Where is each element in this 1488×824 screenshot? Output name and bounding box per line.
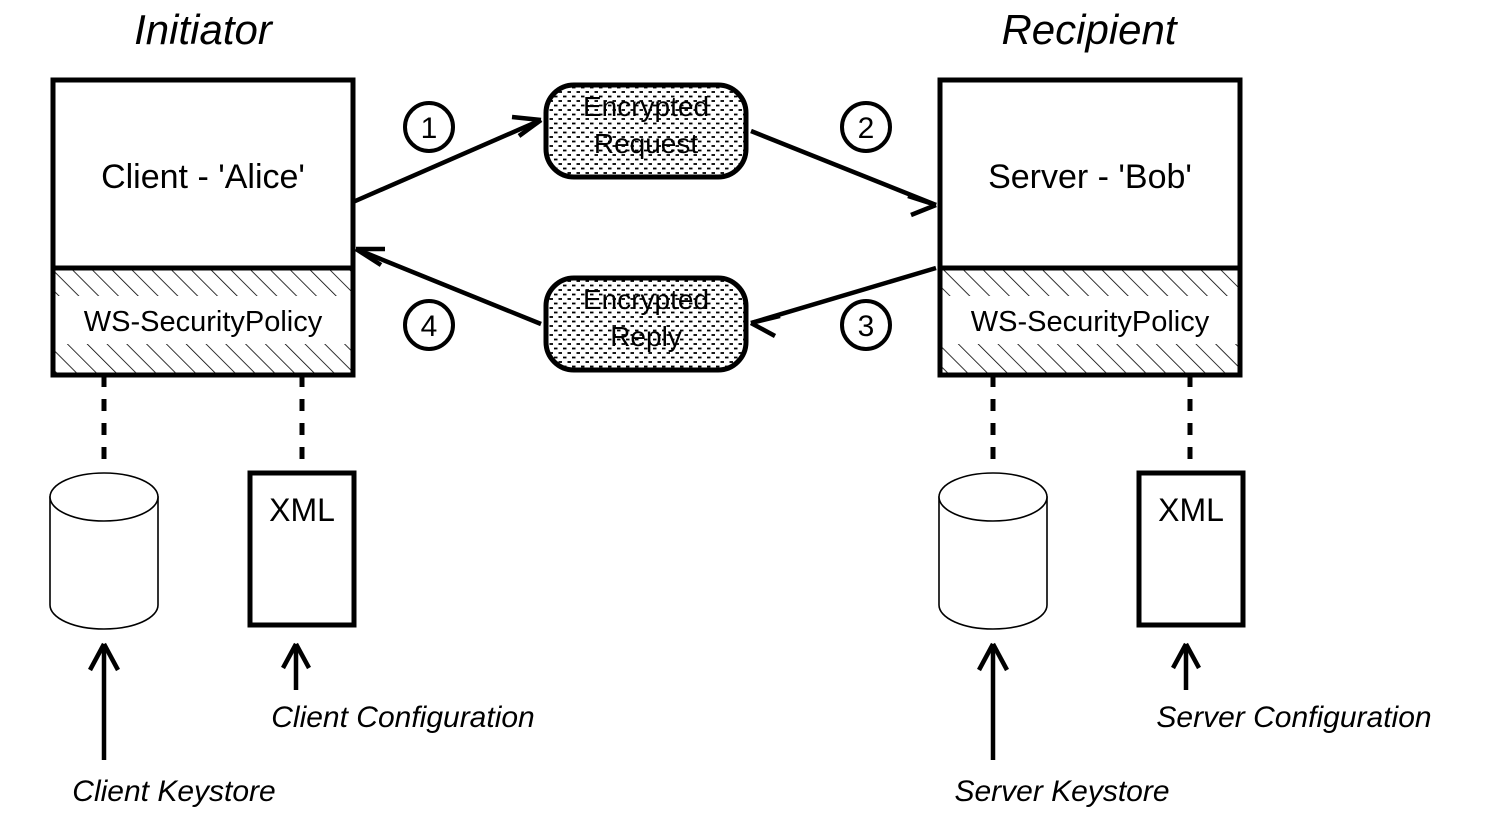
encrypted-reply-bubble-group[interactable]: Encrypted Reply [543, 275, 749, 373]
title-recipient: Recipient [1001, 6, 1178, 53]
server-node-group[interactable]: Server - 'Bob' WS-SecurityPolicy [937, 77, 1243, 378]
client-config-caption-arrow [281, 642, 311, 690]
arrow-step-1 [352, 114, 543, 205]
server-config-caption-arrow [1171, 642, 1201, 690]
server-keystore-caption-arrow [977, 642, 1009, 760]
client-keystore-cylinder[interactable] [49, 472, 159, 630]
step-badge-3: 3 [840, 299, 892, 351]
arrow-step-3 [749, 265, 937, 338]
server-policy-label: WS-SecurityPolicy [971, 306, 1210, 338]
arrow-step-2 [750, 128, 937, 218]
server-config-caption: Server Configuration [1156, 701, 1431, 734]
encrypted-reply-bubble[interactable] [543, 275, 749, 373]
encrypted-reply-line2: Reply [610, 321, 682, 352]
encrypted-reply-line1: Encrypted [583, 284, 709, 315]
client-policy-label: WS-SecurityPolicy [84, 306, 323, 338]
encrypted-request-bubble[interactable] [543, 82, 749, 180]
encrypted-request-line2: Request [594, 128, 699, 159]
server-keystore-caption: Server Keystore [954, 775, 1169, 808]
client-config-xml-box[interactable]: XML [247, 470, 357, 628]
client-config-caption: Client Configuration [271, 701, 534, 734]
server-config-xml-label: XML [1158, 492, 1224, 528]
title-initiator: Initiator [134, 6, 274, 53]
arrow-step-4 [354, 246, 542, 327]
server-node-label: Server - 'Bob' [988, 158, 1192, 196]
server-policy-label-strip [942, 296, 1238, 344]
encrypted-request-bubble-group[interactable]: Encrypted Request [543, 82, 749, 180]
client-config-xml-rect[interactable] [247, 470, 357, 628]
client-policy-label-strip [55, 296, 351, 344]
client-keystore-caption: Client Keystore [72, 775, 275, 808]
encrypted-request-line1: Encrypted [583, 91, 709, 122]
step-badge-2: 2 [840, 101, 892, 153]
step-badge-4: 4 [403, 299, 455, 351]
server-keystore-cylinder[interactable] [938, 472, 1048, 630]
step-badge-4-label: 4 [421, 310, 438, 343]
step-badge-1: 1 [403, 101, 455, 153]
client-config-xml-label: XML [269, 492, 335, 528]
server-config-xml-box[interactable]: XML [1136, 470, 1246, 628]
server-config-xml-rect[interactable] [1136, 470, 1246, 628]
step-badge-1-label: 1 [421, 112, 438, 145]
client-keystore-caption-arrow [88, 642, 120, 760]
client-node-label: Client - 'Alice' [101, 158, 305, 196]
client-node-group[interactable]: Client - 'Alice' WS-SecurityPolicy [50, 77, 356, 378]
step-badge-3-label: 3 [858, 310, 875, 343]
step-badge-2-label: 2 [858, 112, 875, 145]
